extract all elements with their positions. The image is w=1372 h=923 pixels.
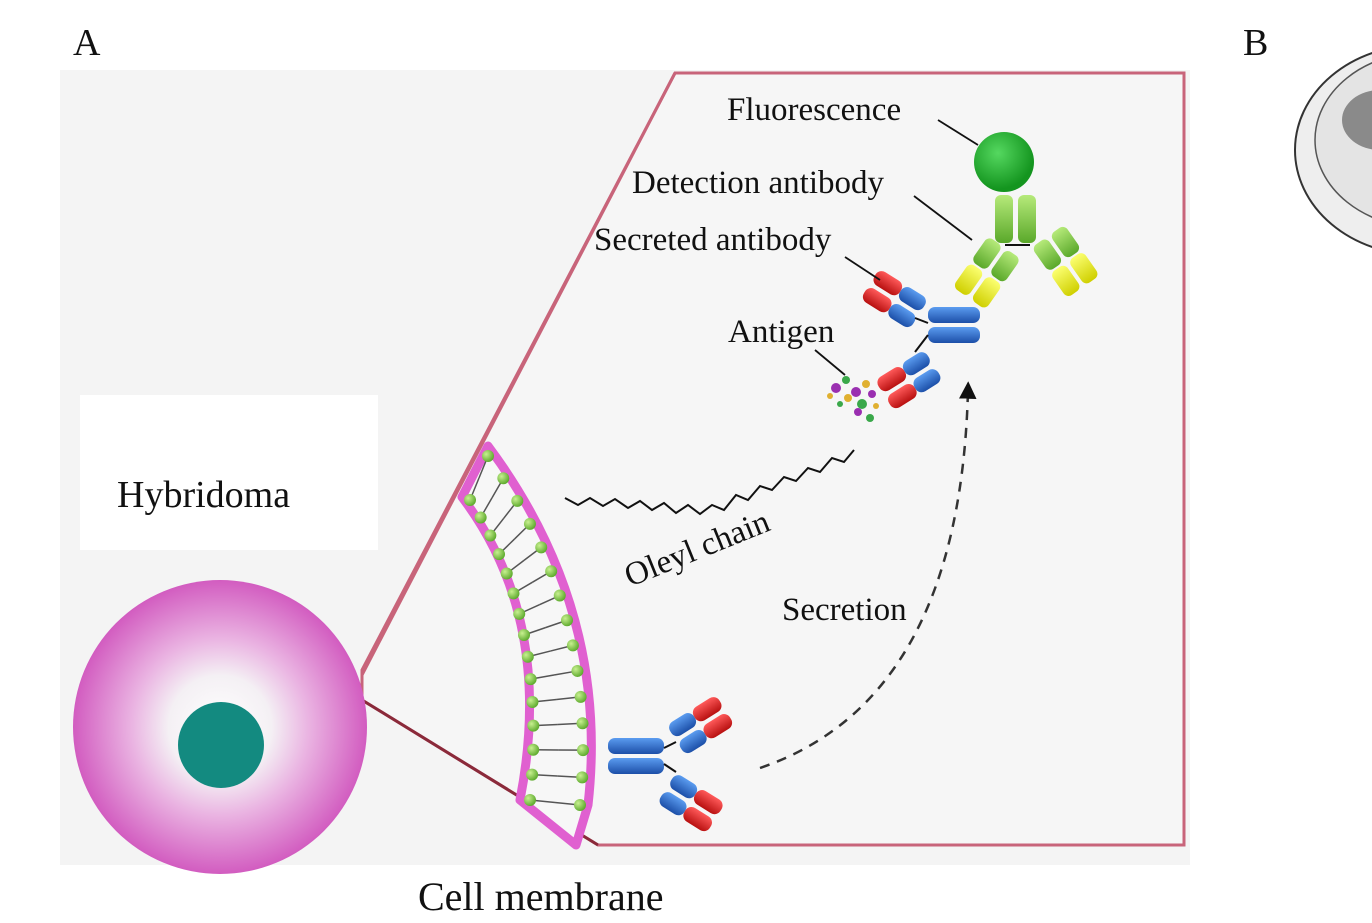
- panel-b-label: B: [1243, 22, 1268, 64]
- lipid-head: [527, 719, 540, 732]
- lipid-head: [526, 768, 539, 781]
- lipid-head: [571, 664, 584, 677]
- lipid-head: [484, 529, 497, 542]
- petri-dish-partial: [1294, 52, 1372, 248]
- lipid-head: [577, 744, 590, 757]
- lipid-head: [482, 450, 494, 462]
- secretion-arrow: [759, 381, 977, 770]
- secreted-leader: [844, 256, 881, 281]
- antigen-label: Antigen: [728, 314, 834, 350]
- detection-antibody: [954, 195, 1098, 308]
- lipid-head: [535, 541, 548, 554]
- hybridoma-cell: [73, 580, 367, 874]
- antigen-molecule: [827, 376, 879, 422]
- lipid-head: [513, 607, 526, 620]
- secreted-antibody: [862, 271, 980, 409]
- cell-membrane-label: Cell membrane: [418, 874, 663, 919]
- fluorescence-label: Fluorescence: [727, 92, 901, 128]
- hybridoma-label-box: [80, 395, 378, 550]
- lipid-head: [545, 565, 558, 578]
- lipid-head: [527, 743, 540, 756]
- secretion-label: Secretion: [782, 592, 907, 628]
- lipid-head: [521, 650, 534, 663]
- lipid-head: [500, 567, 513, 580]
- membrane-bound-antibody: [608, 697, 733, 832]
- secreted-antibody-label: Secreted antibody: [594, 222, 832, 258]
- lipid-head: [474, 511, 487, 524]
- lipid-head: [524, 673, 537, 686]
- hybridoma-label: Hybridoma: [117, 474, 290, 516]
- lipid-head: [497, 472, 510, 485]
- lipid-head: [464, 494, 476, 506]
- lipid-head: [576, 771, 589, 784]
- zoom-line-top: [360, 72, 677, 676]
- lipid-head: [553, 589, 566, 602]
- lipid-head: [566, 639, 579, 652]
- fluorescence-leader: [937, 119, 979, 146]
- nucleus: [178, 702, 264, 788]
- lipid-head: [526, 696, 539, 709]
- antigen-leader: [814, 349, 846, 376]
- lipid-head: [518, 629, 530, 641]
- detection-leader: [913, 195, 973, 241]
- lipid-head: [511, 494, 524, 507]
- lipid-head: [574, 799, 586, 811]
- panel-a-label: A: [73, 22, 101, 64]
- oleyl-chain: [564, 449, 855, 516]
- lipid-head: [524, 794, 536, 806]
- cell-membrane-segment: [457, 441, 596, 850]
- lipid-head: [574, 690, 587, 703]
- lipid-head: [561, 614, 573, 627]
- detection-antibody-label: Detection antibody: [632, 165, 885, 201]
- lipid-head: [493, 548, 506, 561]
- fluorophore: [974, 132, 1034, 192]
- lipid-head: [507, 587, 520, 600]
- lipid-head: [576, 717, 589, 730]
- lipid-head: [523, 517, 536, 530]
